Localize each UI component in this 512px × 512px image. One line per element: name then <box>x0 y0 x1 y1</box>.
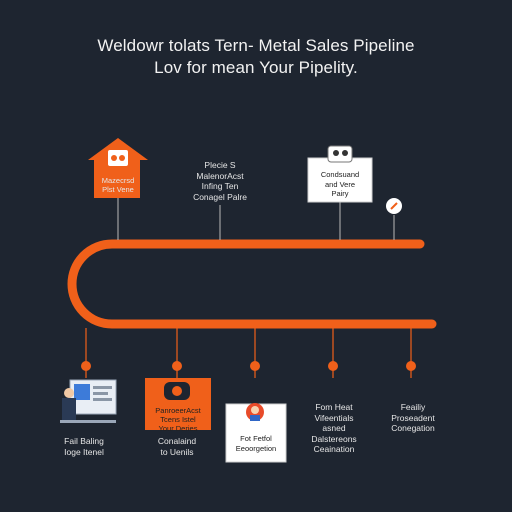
laptop-icon <box>60 379 117 423</box>
step-dot <box>172 361 182 371</box>
bottom-step-2-label: PanroeerAcst Tcens Istel Your Deries <box>155 406 201 433</box>
step-dot <box>328 361 338 371</box>
bottom-step-6-label: Feailiy Proseadent Conegation <box>391 402 435 433</box>
house-icon <box>88 138 148 198</box>
headset-icon <box>145 378 211 430</box>
person-icon <box>225 403 287 463</box>
top-step-2-label: Plecie S MalenorAcst Infing Ten Conagel … <box>193 160 247 202</box>
diagram-subtitle: Lov for mean Your Pipelity. <box>154 58 358 77</box>
top-step-3-label: Condsuand and Vere Pairy <box>320 170 360 198</box>
bottom-step-3-label: Conalaind to Uenils <box>157 436 197 457</box>
step-dot <box>250 361 260 371</box>
pin-icon <box>386 198 402 214</box>
people-icon <box>307 145 373 203</box>
pipeline-track <box>67 239 437 329</box>
bottom-step-5-label: Fom Heat Vifeentials asned Dalstereons C… <box>311 402 357 454</box>
step-dot <box>406 361 416 371</box>
step-dot <box>81 361 91 371</box>
bottom-step-4-label: Fot Fetfol Eeoorgetion <box>235 434 277 453</box>
bottom-step-1-label: Fail Baling Ioge Itenel <box>64 436 104 457</box>
diagram-title: Weldowr tolats Tern- Metal Sales Pipelin… <box>97 36 415 55</box>
top-step-1-label: Mazecrsd Plst Vene <box>101 176 135 194</box>
